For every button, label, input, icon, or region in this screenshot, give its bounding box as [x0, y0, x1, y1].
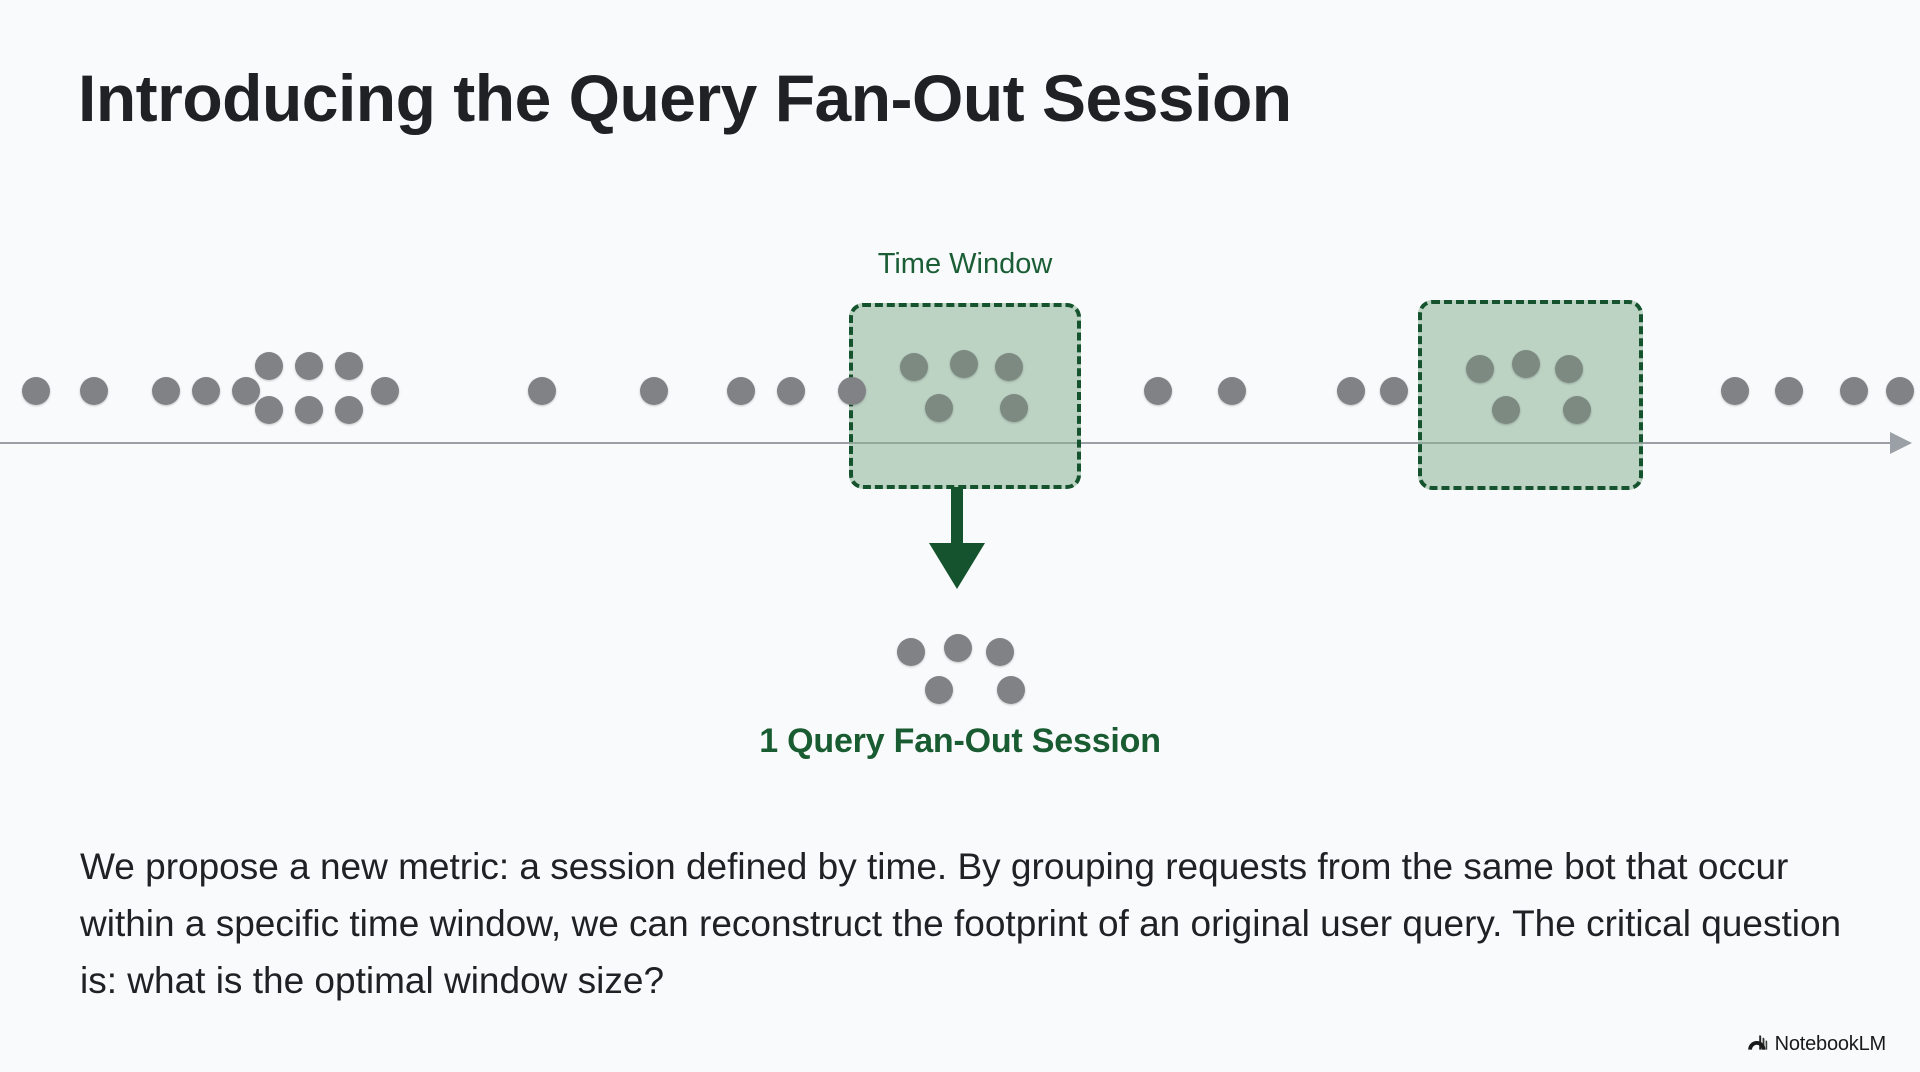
request-dot-in-window [1492, 396, 1520, 424]
session-request-dot [986, 638, 1014, 666]
session-request-dot [997, 676, 1025, 704]
request-dot [255, 352, 283, 380]
request-dot [1218, 377, 1246, 405]
request-dot [1775, 377, 1803, 405]
request-dot [192, 377, 220, 405]
session-request-dot [897, 638, 925, 666]
request-dot-in-window [900, 353, 928, 381]
request-dot [1886, 377, 1914, 405]
request-dot [1337, 377, 1365, 405]
session-label: 1 Query Fan-Out Session [759, 722, 1161, 760]
request-dot-in-window [995, 353, 1023, 381]
request-dot [335, 352, 363, 380]
watermark-label: NotebookLM [1774, 1033, 1887, 1055]
request-dot [335, 396, 363, 424]
session-request-dot [925, 676, 953, 704]
request-dot [295, 352, 323, 380]
request-dot-in-window [1563, 396, 1591, 424]
notebooklm-arc-icon [1746, 1033, 1768, 1056]
time-window-box [1418, 300, 1643, 490]
page-title: Introducing the Query Fan-Out Session [78, 61, 1292, 135]
request-dot [371, 377, 399, 405]
request-dot [80, 377, 108, 405]
request-dot [22, 377, 50, 405]
down-arrow-head-icon [929, 543, 985, 589]
time-window-label: Time Window [877, 248, 1053, 280]
time-window-box [849, 303, 1081, 489]
request-dot [1721, 377, 1749, 405]
down-arrow-shaft-icon [951, 487, 963, 549]
body-paragraph: We propose a new metric: a session defin… [80, 846, 1842, 1001]
request-dot-in-window [950, 350, 978, 378]
request-dot [1840, 377, 1868, 405]
request-dot [152, 377, 180, 405]
request-dot [838, 377, 866, 405]
request-dot [640, 377, 668, 405]
session-request-dot [944, 634, 972, 662]
request-dot-in-window [1512, 350, 1540, 378]
request-dot [777, 377, 805, 405]
request-dot-in-window [1000, 394, 1028, 422]
request-dot [1144, 377, 1172, 405]
request-dot [255, 396, 283, 424]
timeline-arrow-icon [1890, 432, 1912, 454]
request-dot [295, 396, 323, 424]
request-dot [232, 377, 260, 405]
request-dot-in-window [1466, 355, 1494, 383]
request-dot-in-window [925, 394, 953, 422]
request-dot [727, 377, 755, 405]
request-dot [528, 377, 556, 405]
request-dot [1380, 377, 1408, 405]
notebooklm-watermark: NotebookLM [1746, 1033, 1886, 1056]
request-dot-in-window [1555, 355, 1583, 383]
